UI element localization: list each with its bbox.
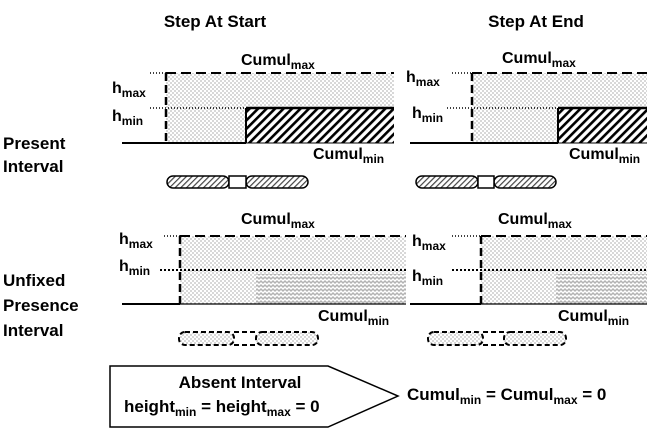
- row-label-unfixed-3: Interval: [3, 321, 63, 340]
- svg-text:hmin: hmin: [412, 268, 443, 288]
- svg-text:hmin: hmin: [112, 108, 143, 128]
- hmax-label: h: [112, 80, 122, 97]
- svg-text:hmax: hmax: [412, 233, 446, 253]
- interval-bar-present-start: [166, 175, 309, 189]
- svg-text:Cumulmin: Cumulmin: [313, 146, 384, 166]
- row-label-unfixed-2: Presence: [3, 296, 79, 315]
- absent-interval-shape: [109, 365, 400, 428]
- interval-bar-unfixed-start: [178, 331, 319, 346]
- absent-interval-formula: heightmin = heightmax = 0: [124, 397, 320, 419]
- panel-present-end-labels: hmax hmin Cumulmax Cumulmin: [406, 50, 640, 166]
- column-header-start: Step At Start: [164, 12, 267, 31]
- panel-present-start-labels: hmax hmin Cumulmax Cumulmin: [112, 52, 384, 166]
- panel-unfixed-start: [122, 235, 406, 305]
- panel-unfixed-start-labels: hmax hmin Cumulmax Cumulmin: [119, 211, 389, 328]
- svg-text:hmax: hmax: [406, 69, 440, 89]
- panel-unfixed-end: [410, 235, 647, 305]
- svg-text:hmin: hmin: [412, 105, 443, 125]
- svg-text:Cumulmin: Cumulmin: [569, 146, 640, 166]
- column-header-end: Step At End: [488, 12, 584, 31]
- svg-text:hmin: hmin: [119, 258, 150, 278]
- svg-text:hmax: hmax: [112, 80, 146, 100]
- panel-present-start: [122, 72, 394, 144]
- panel-unfixed-end-labels: hmax hmin Cumulmax Cumulmin: [412, 211, 629, 328]
- interval-bar-unfixed-end: [427, 331, 567, 346]
- panel-present-end: [410, 72, 647, 144]
- row-label-present-2: Interval: [3, 157, 63, 176]
- svg-text:hmax: hmax: [119, 231, 153, 251]
- svg-text:Cumulmax: Cumulmax: [502, 50, 576, 70]
- svg-text:Cumulmin: Cumulmin: [558, 308, 629, 328]
- row-label-present-1: Present: [3, 134, 66, 153]
- svg-text:Cumulmax: Cumulmax: [498, 211, 572, 231]
- svg-text:Cumulmin: Cumulmin: [318, 308, 389, 328]
- interval-bar-present-end: [415, 175, 557, 189]
- svg-text:Cumulmax: Cumulmax: [241, 211, 315, 231]
- absent-interval-title: Absent Interval: [179, 373, 302, 392]
- row-label-unfixed-1: Unfixed: [3, 271, 65, 290]
- cumul-equation: Cumulmin = Cumulmax = 0: [407, 385, 606, 407]
- svg-text:Cumulmax: Cumulmax: [241, 52, 315, 72]
